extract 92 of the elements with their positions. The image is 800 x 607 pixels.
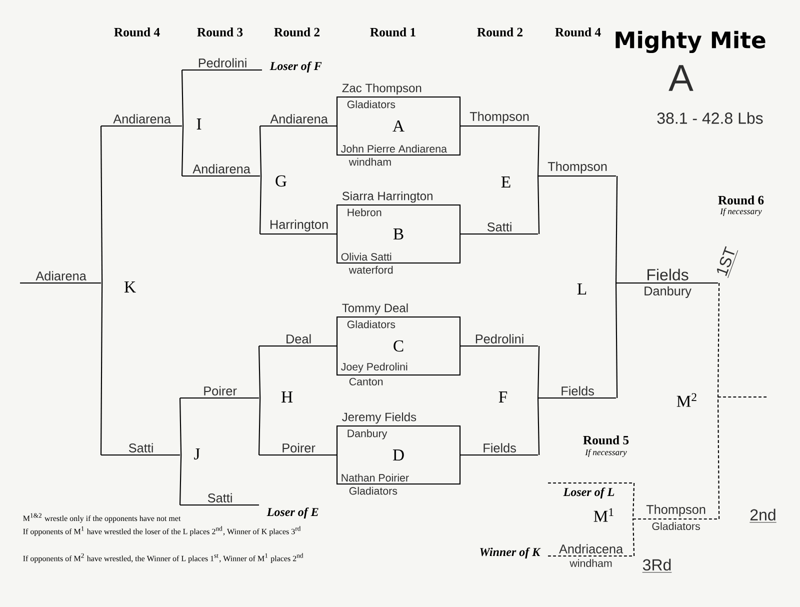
bracket-connector	[179, 398, 182, 455]
team-name: Danbury	[644, 286, 692, 298]
match-letter: I	[196, 118, 202, 130]
round-heading: Round 2	[477, 28, 522, 36]
bracket-connector	[181, 70, 184, 126]
round-heading: Round 6	[718, 196, 764, 204]
bracket-connector	[259, 176, 262, 234]
winner-note: Winner of K	[480, 548, 541, 558]
match-letter: E	[501, 176, 510, 188]
bracket-slot: Satti	[101, 443, 180, 456]
match-letter: L	[577, 284, 586, 294]
bracket-connector	[258, 398, 261, 455]
wrestler-name: Nathan Poirier	[342, 474, 409, 482]
team-name: Canton	[349, 378, 383, 386]
match-letter: M$^{2}$	[676, 393, 696, 407]
bracket-slot: Poirer	[259, 443, 337, 456]
loser-note: Loser of L	[563, 488, 614, 498]
condition-note: If necessary	[720, 208, 762, 216]
bracket-slot: Pedrolini	[182, 58, 262, 71]
round-heading: Round 4	[114, 28, 160, 36]
bracket-connector	[615, 283, 618, 398]
team-name: Gladiators	[347, 320, 396, 328]
bracket-connector	[179, 454, 182, 505]
bracket-connector	[181, 126, 184, 176]
bracket-slot: Thompson	[633, 504, 718, 520]
team-name: waterford	[348, 266, 393, 274]
team-name: Danbury	[348, 429, 388, 440]
team-name: windham	[348, 158, 391, 166]
bracket-slot: Harrington	[260, 220, 337, 235]
bracket-slot: Poirer	[180, 386, 259, 399]
bracket-slot: Satti	[180, 493, 259, 506]
team-name: Gladiators	[347, 100, 396, 108]
round-heading: Round 3	[197, 28, 243, 36]
team-name: Gladiators	[652, 522, 700, 530]
team-name: windham	[570, 559, 612, 568]
bracket-connector	[632, 482, 635, 519]
match-letter: G	[276, 175, 286, 187]
bracket-connector	[537, 176, 540, 234]
bracket-connector	[537, 126, 540, 176]
bracket-slot: Pedrolini	[460, 334, 538, 347]
bracket-slot: Andiarena	[260, 114, 337, 127]
weight-range: 38.1 - 42.8 Lbs	[657, 112, 763, 124]
bracket-connector	[259, 126, 262, 176]
bracket-slot: Fields	[538, 386, 616, 399]
bracket-slot: Fields	[616, 268, 718, 284]
wrestler-name: John Pierre Andiarena	[341, 144, 447, 153]
bracket-slot: Thompson	[460, 112, 538, 127]
wrestler-name: Olivia Satti	[341, 252, 392, 261]
bracket-connector	[717, 396, 720, 519]
place-mark: 1ST	[717, 246, 738, 278]
footnote: If opponents of M$^{2}$ have wrestled, the Winner of L places 1$^{st}$, Winner of M$^{1}$ places 2$^{nd}$	[23, 553, 304, 563]
round-heading: Round 1	[370, 28, 416, 36]
wrestler-name: Joey Pedrolini	[341, 362, 408, 373]
bracket-slot: Adiarena	[20, 271, 101, 284]
footnote: M$^{1&2}$ wrestle only if the opponents have not met	[23, 513, 181, 523]
bracket-connector	[100, 126, 103, 283]
bracket-connector	[258, 346, 261, 398]
footnote: If opponents of M$^{1}$ have wrestled the loser of the L places 2$^{nd}$, Winner of K places 3$^{rd}$	[23, 526, 301, 536]
place-mark: 3Rd	[642, 558, 672, 573]
loser-note: Loser of F	[270, 62, 322, 72]
bracket-connector	[717, 283, 720, 397]
wrestler-name: Jeremy Fields	[342, 412, 416, 424]
bracket-slot: Thompson	[538, 162, 616, 177]
team-name: Hebron	[348, 208, 382, 216]
bracket-slot: Deal	[259, 334, 337, 347]
round-heading: Round 5	[583, 436, 629, 444]
bracket-slot: Andiarena	[101, 114, 182, 127]
bracket-slot: Andiarena	[182, 164, 260, 177]
place-mark: 2nd	[749, 508, 777, 523]
loser-note: Loser of E	[266, 508, 318, 518]
bracket-connector	[100, 283, 103, 455]
bracket-slot: Fields	[460, 443, 538, 456]
bracket-connector	[537, 346, 540, 398]
match-letter: J	[194, 448, 200, 460]
bracket-slot: Andriacena	[548, 544, 633, 557]
match-letter: M$^{1}$	[594, 508, 614, 522]
wrestler-name: Tommy Deal	[342, 303, 408, 315]
match-letter: F	[498, 392, 508, 402]
match-letter: H	[281, 392, 293, 402]
bracket-connector	[537, 398, 540, 455]
team-name: Gladiators	[349, 486, 398, 495]
bracket-connector	[632, 518, 635, 556]
group-letter: A	[668, 65, 694, 91]
condition-note: If necessary	[585, 449, 627, 457]
division-title: Mighty Mite	[616, 30, 766, 54]
round-heading: Round 4	[555, 28, 601, 36]
wrestler-name: Zac Thompson	[342, 83, 422, 95]
bracket-slot: Satti	[460, 222, 538, 235]
wrestler-name: Siarra Harrington	[342, 191, 432, 203]
bracket-connector	[615, 176, 618, 283]
match-letter: K	[124, 282, 136, 292]
round-heading: Round 2	[274, 28, 320, 36]
